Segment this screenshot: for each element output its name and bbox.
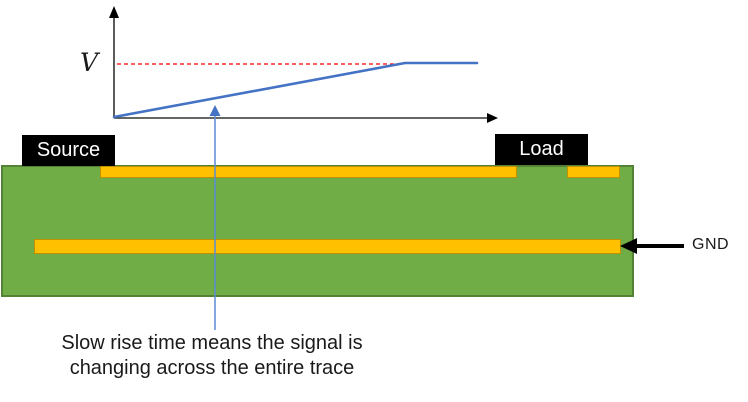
x-axis-arrowhead-icon — [487, 113, 498, 123]
caption-line-2: changing across the entire trace — [69, 357, 355, 379]
load-label: Load — [519, 138, 564, 160]
source-label: Source — [36, 139, 101, 161]
source-component: Source — [22, 135, 115, 166]
ground-plane-trace — [34, 239, 621, 254]
load-pad-trace — [567, 166, 620, 178]
y-axis-voltage-label: V — [80, 48, 99, 77]
signal-trace — [100, 166, 517, 178]
gnd-label: GND — [692, 236, 730, 253]
load-component: Load — [495, 134, 588, 165]
signal-ramp-line — [112, 61, 479, 119]
caption-line-1: Slow rise time means the signal is — [61, 332, 363, 354]
y-axis-arrowhead-icon — [109, 6, 119, 18]
caption-text: Slow rise time means the signal is chang… — [28, 331, 396, 381]
pcb-board — [1, 165, 634, 297]
caption-annotation-arrowhead-icon — [209, 105, 221, 116]
